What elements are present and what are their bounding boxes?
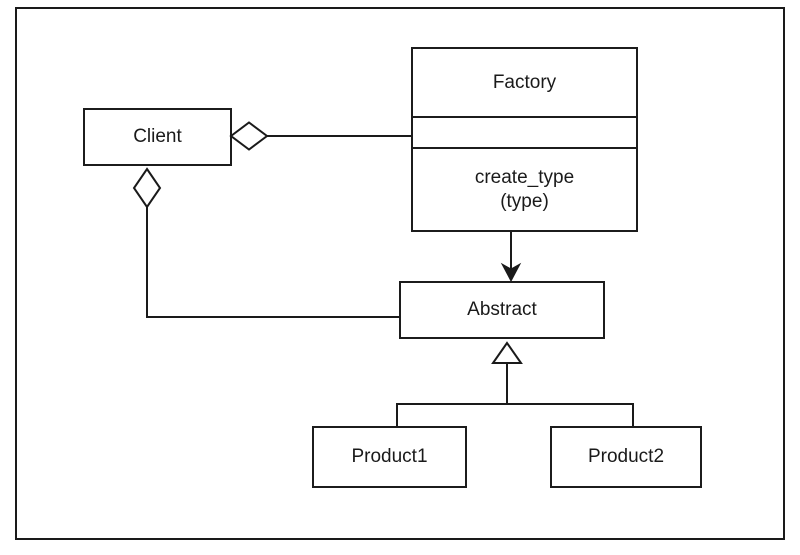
factory-method-name: create_type [474,166,575,188]
factory-method-params: (type) [500,190,549,212]
uml-class-client: Client [83,108,232,166]
uml-class-product2: Product2 [550,426,702,488]
factory-attributes-compartment [413,116,636,147]
uml-class-abstract: Abstract [399,281,605,339]
class-name-factory: Factory [492,71,557,93]
factory-title-compartment: Factory [413,49,636,116]
class-name-product1: Product1 [351,446,428,467]
class-name-client: Client [133,126,182,147]
uml-class-product1: Product1 [312,426,467,488]
class-name-abstract: Abstract [467,299,537,320]
uml-class-factory: Factory create_type (type) [411,47,638,232]
class-name-product2: Product2 [587,446,665,467]
factory-methods-compartment: create_type (type) [413,147,636,230]
